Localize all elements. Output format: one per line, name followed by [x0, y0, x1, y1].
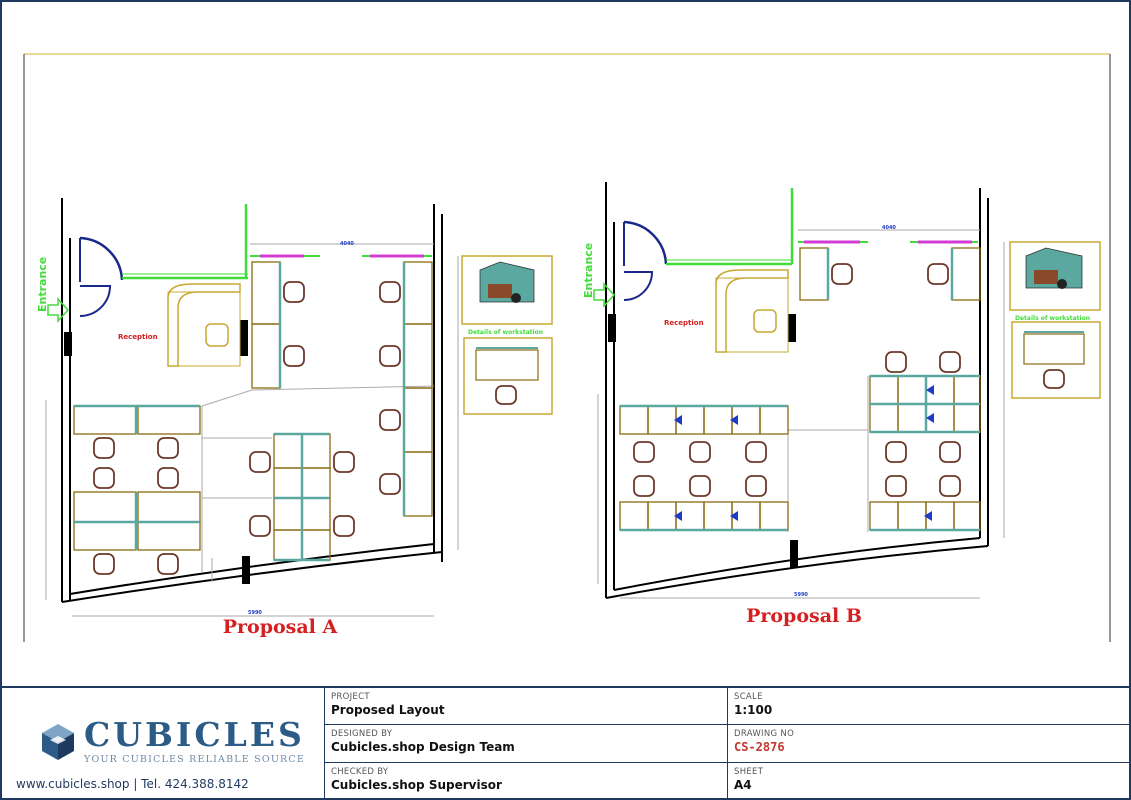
drawing-no-field: DRAWING NO CS-2876: [728, 725, 1129, 763]
project-field: PROJECT Proposed Layout: [325, 688, 728, 726]
title-block: CUBICLES YOUR CUBICLES RELIABLE SOURCE w…: [2, 686, 1129, 798]
checked-value: Cubicles.shop Supervisor: [331, 777, 502, 792]
entrance-label-a: Entrance: [36, 257, 49, 312]
floor-plan-drawing: Entrance Reception 4040: [2, 2, 1129, 686]
floor-plan-svg: Entrance Reception 4040: [23, 53, 1111, 642]
proposal-b-plan: Entrance Reception 4040 5990: [582, 182, 1101, 627]
cube-logo-icon: [42, 723, 74, 760]
brand-name: CUBICLES: [84, 715, 305, 754]
title-fields: PROJECT Proposed Layout SCALE 1:100 DESI…: [325, 688, 1129, 798]
entrance-label-b: Entrance: [582, 243, 595, 298]
svg-text:5990: 5990: [248, 610, 262, 616]
drawing-no-value: CS-2876: [734, 740, 785, 755]
proposal-a-plan: Entrance Reception 4040: [36, 198, 553, 638]
reception-label-b: Reception: [664, 319, 704, 327]
project-value: Proposed Layout: [331, 703, 445, 717]
scale-field: SCALE 1:100: [728, 688, 1129, 726]
details-label-b: Details of workstation: [1015, 315, 1090, 322]
details-label-a: Details of workstation: [468, 329, 543, 336]
designed-field: DESIGNED BY Cubicles.shop Design Team: [325, 725, 728, 763]
brand-tagline: YOUR CUBICLES RELIABLE SOURCE: [84, 754, 306, 765]
contact-info: www.cubicles.shop | Tel. 424.388.8142: [16, 777, 249, 791]
sheet-field: SHEET A4: [728, 763, 1129, 798]
reception-label-a: Reception: [118, 333, 158, 341]
sheet-value: A4: [734, 777, 752, 792]
checked-field: CHECKED BY Cubicles.shop Supervisor: [325, 762, 728, 798]
proposal-a-title: Proposal A: [223, 616, 338, 638]
proposal-b-title: Proposal B: [746, 605, 862, 627]
scale-value: 1:100: [734, 703, 773, 717]
logo-cell: CUBICLES YOUR CUBICLES RELIABLE SOURCE w…: [2, 688, 325, 798]
svg-text:5990: 5990: [794, 592, 808, 598]
svg-text:4040: 4040: [340, 241, 354, 247]
svg-text:4040: 4040: [882, 225, 896, 231]
designed-value: Cubicles.shop Design Team: [331, 740, 515, 755]
